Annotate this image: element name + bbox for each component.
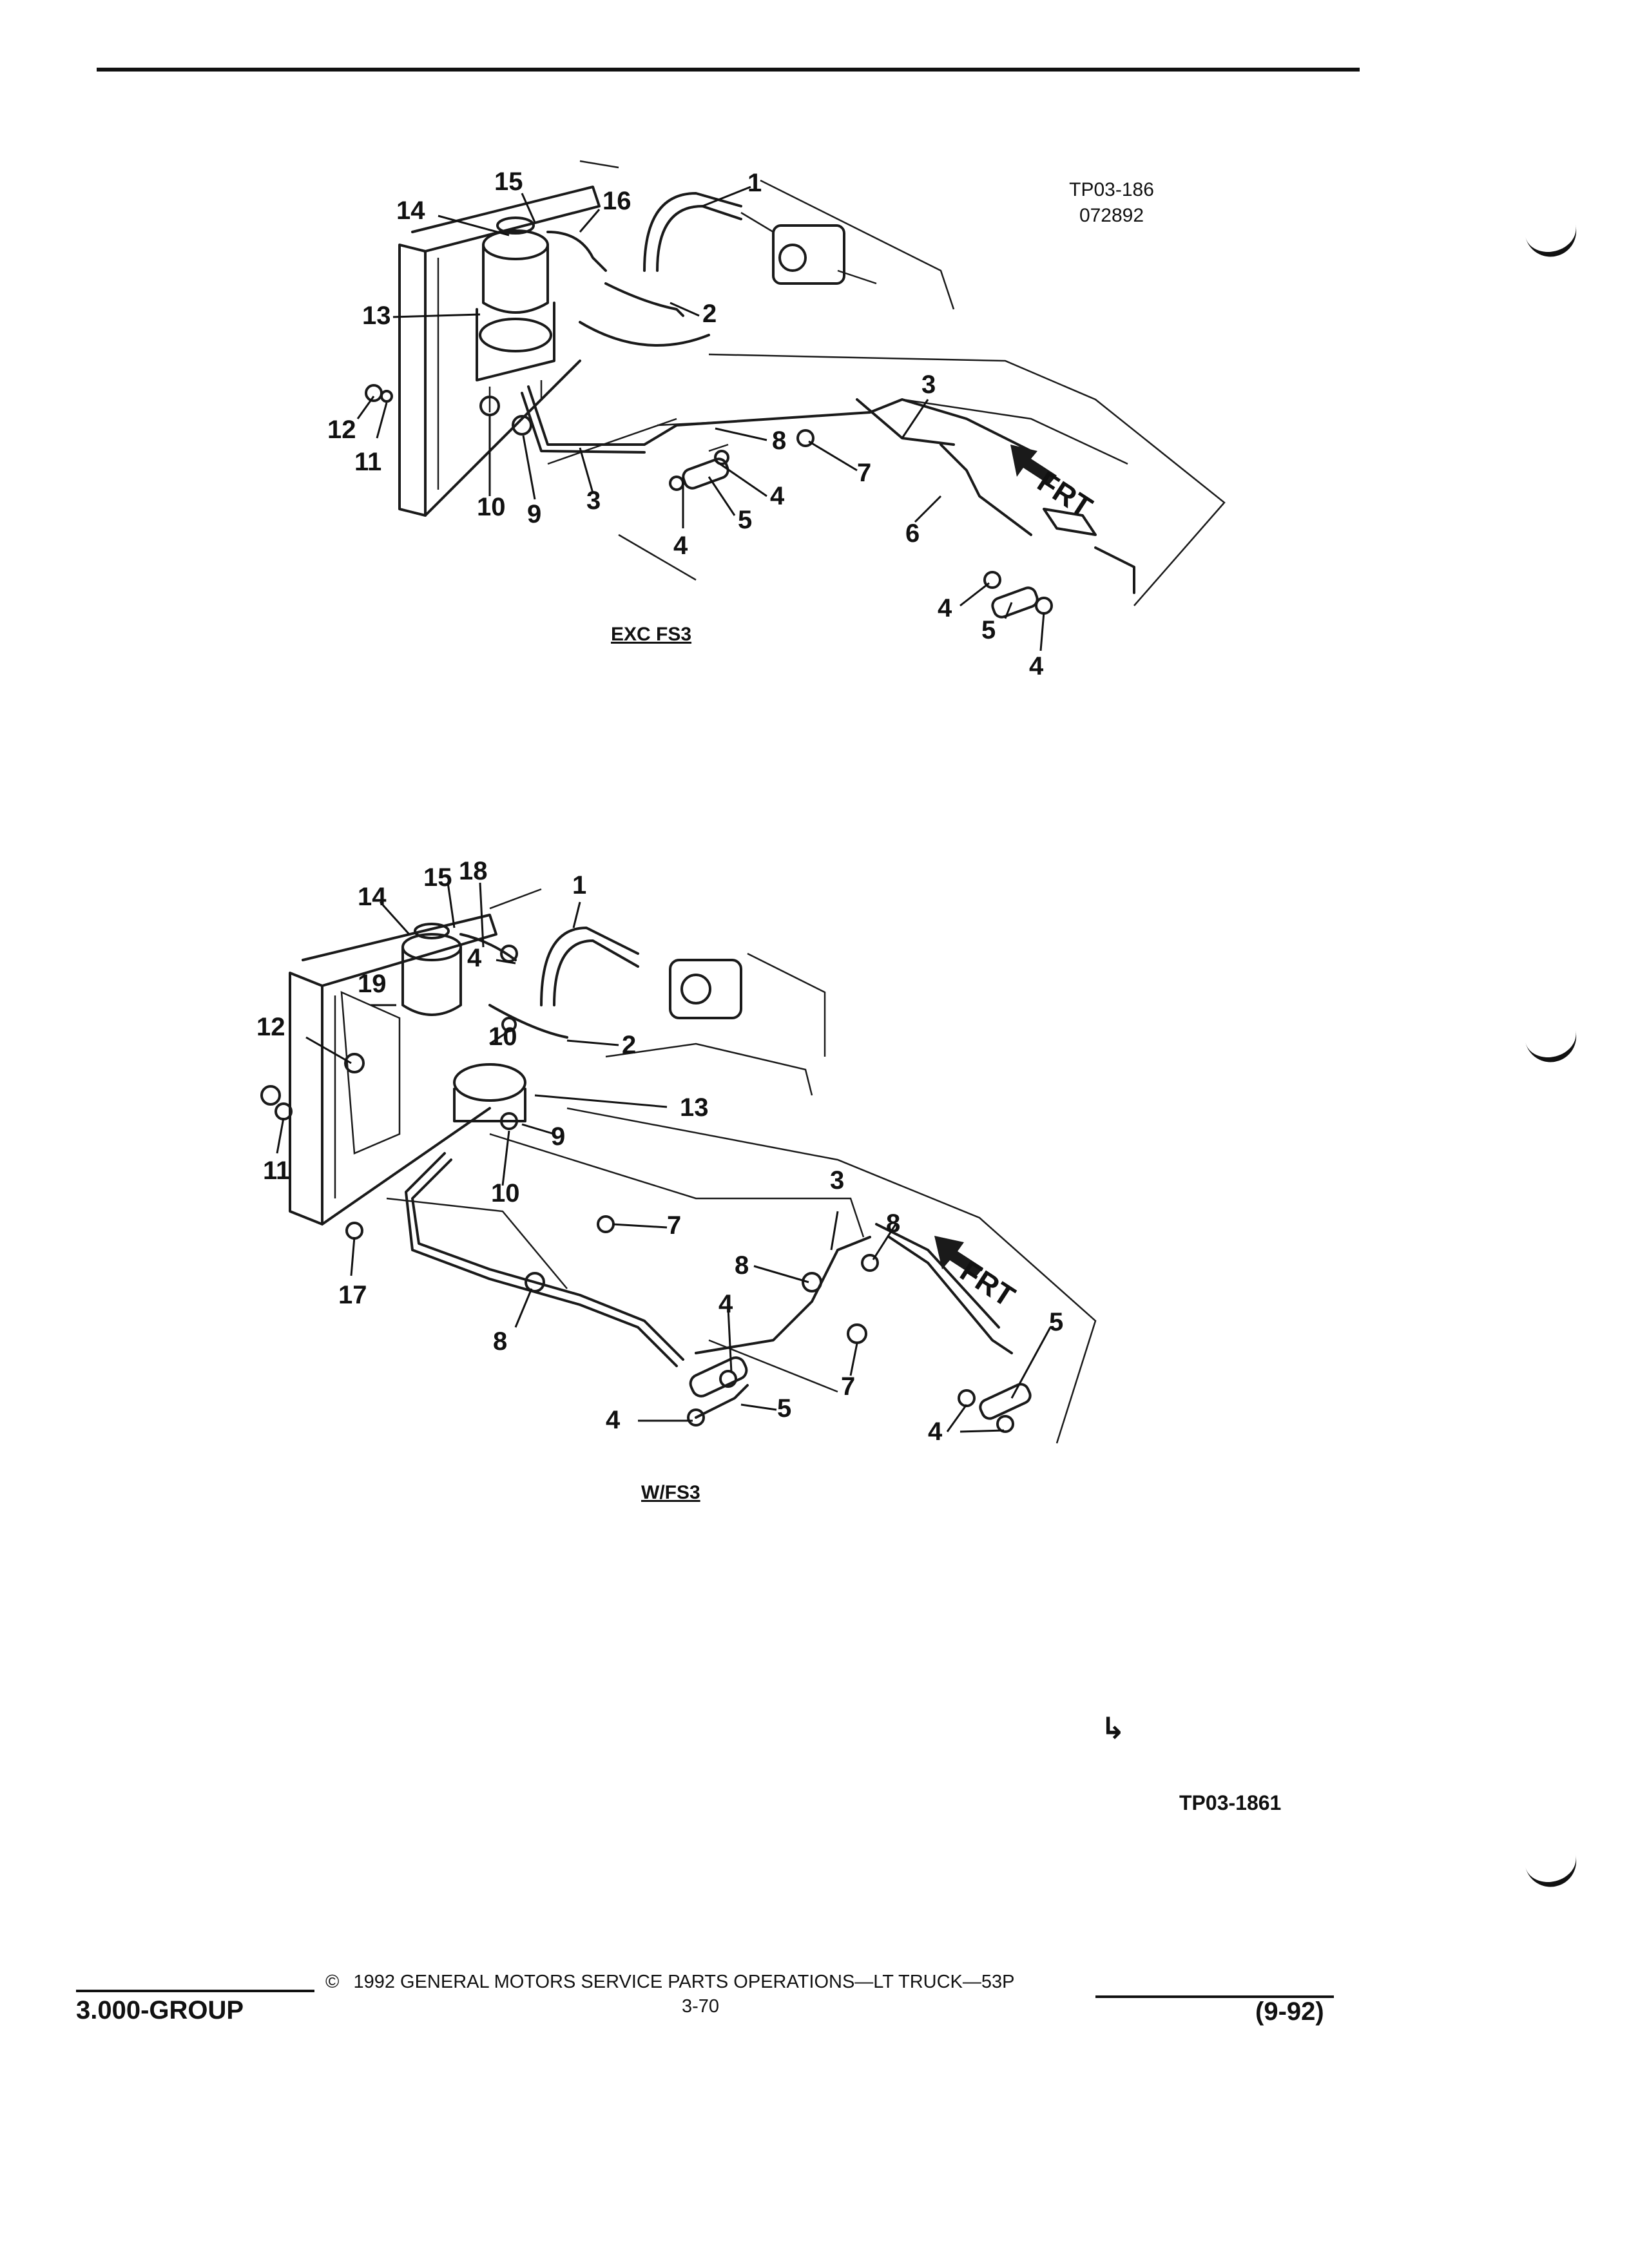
page-number: 3-70	[682, 1996, 720, 2017]
callout-4c: 4	[938, 594, 952, 622]
figure-code-upper: TP03-186	[1069, 179, 1154, 200]
callout-3: 3	[921, 370, 936, 399]
tube-3-lower	[405, 1152, 1013, 1367]
group-label: 3.000-GROUP	[76, 1996, 244, 2024]
callout-l-13: 13	[680, 1093, 709, 1122]
accumulator-14	[476, 216, 555, 412]
radiator-support	[398, 186, 601, 517]
leader-lines-lower	[276, 882, 1052, 1433]
callout-11: 11	[354, 448, 382, 476]
callout-l-14: 14	[358, 883, 387, 911]
callout-l-4c: 4	[606, 1406, 621, 1434]
callout-14: 14	[396, 197, 425, 225]
callout-l-15: 15	[423, 863, 452, 892]
copyright-line: © 1992 GENERAL MOTORS SERVICE PARTS OPER…	[325, 1972, 1014, 1993]
figure-ref-upper: TP03-186 072892	[1057, 177, 1166, 229]
callout-15: 15	[494, 168, 523, 196]
callout-13: 13	[362, 302, 391, 330]
radiator-support-lower	[289, 914, 497, 1225]
accumulator-14-lower	[401, 923, 526, 1122]
callout-12: 12	[327, 416, 356, 444]
callout-l-3: 3	[830, 1166, 845, 1195]
callout-l-2: 2	[622, 1031, 637, 1059]
footer-rule-right	[1095, 1995, 1334, 1998]
callout-l-4b: 4	[718, 1290, 733, 1318]
caption-w-fs3: W/FS3	[641, 1482, 700, 1503]
callout-l-8b: 8	[886, 1209, 901, 1238]
callout-3b: 3	[586, 486, 601, 515]
copyright-symbol: ©	[325, 1972, 340, 1992]
callout-l-18: 18	[459, 857, 488, 885]
callout-9: 9	[527, 500, 542, 528]
fittings-lower	[260, 945, 1014, 1433]
diagram-w-fs3	[260, 882, 1097, 1444]
callout-l-10a: 10	[488, 1023, 517, 1051]
figure-code-lower: TP03-1861	[1179, 1791, 1282, 1814]
callout-8: 8	[772, 427, 787, 455]
hoses-upper-lower	[459, 927, 639, 1039]
callout-10: 10	[477, 493, 506, 521]
callout-l-5a: 5	[777, 1394, 792, 1423]
callout-16: 16	[602, 187, 631, 215]
fittings-upper	[365, 384, 1053, 615]
caption-exc-fs3: EXC FS3	[611, 624, 692, 645]
callout-5b: 5	[981, 616, 996, 644]
callout-l-4a: 4	[467, 944, 482, 972]
callout-l-8a: 8	[735, 1251, 749, 1280]
callout-l-7b: 7	[841, 1372, 856, 1401]
compressor-lower	[669, 959, 742, 1019]
revision-date: (9-92)	[1255, 1997, 1324, 2026]
callout-l-1: 1	[572, 871, 587, 899]
callout-4a: 4	[770, 482, 785, 510]
callout-2: 2	[702, 300, 717, 328]
muffler-5-upper	[682, 457, 1039, 619]
callout-1: 1	[747, 169, 762, 197]
copyright-text: 1992 GENERAL MOTORS SERVICE PARTS OPERAT…	[353, 1972, 1015, 1992]
gm-logo-mark: ↳	[1101, 1711, 1126, 1745]
callout-7: 7	[857, 459, 872, 487]
callout-l-19: 19	[358, 970, 387, 998]
front-arrow-icon-upper	[1010, 445, 1057, 485]
frame-bracket	[1043, 508, 1135, 594]
diagram-exc-fs3	[356, 160, 1226, 651]
callout-l-11: 11	[263, 1157, 291, 1185]
callout-l-9: 9	[551, 1122, 566, 1151]
muffler-5-lower	[689, 1356, 1032, 1420]
footer-rule-left	[76, 1990, 314, 1992]
compressor	[740, 211, 877, 285]
margin-mark-3	[1524, 1850, 1582, 1892]
callout-5a: 5	[738, 506, 753, 534]
callout-l-4d: 4	[928, 1418, 943, 1446]
callout-4d: 4	[1029, 652, 1044, 680]
callout-l-8c: 8	[493, 1327, 508, 1356]
front-arrow-icon-lower	[934, 1236, 983, 1277]
body-contours-lower	[386, 888, 1097, 1444]
callout-6: 6	[905, 519, 920, 548]
hoses-upper	[546, 192, 742, 347]
callout-4b: 4	[673, 532, 688, 560]
body-contours	[547, 160, 1226, 606]
callout-l-7a: 7	[667, 1211, 682, 1240]
leader-lines-upper	[356, 186, 1045, 651]
callout-l-17: 17	[338, 1281, 367, 1309]
callout-l-12: 12	[256, 1013, 285, 1041]
top-rule	[97, 68, 1360, 72]
callout-l-10b: 10	[491, 1179, 520, 1207]
callout-l-5b: 5	[1049, 1308, 1064, 1336]
figure-date-upper: 072892	[1079, 205, 1144, 226]
